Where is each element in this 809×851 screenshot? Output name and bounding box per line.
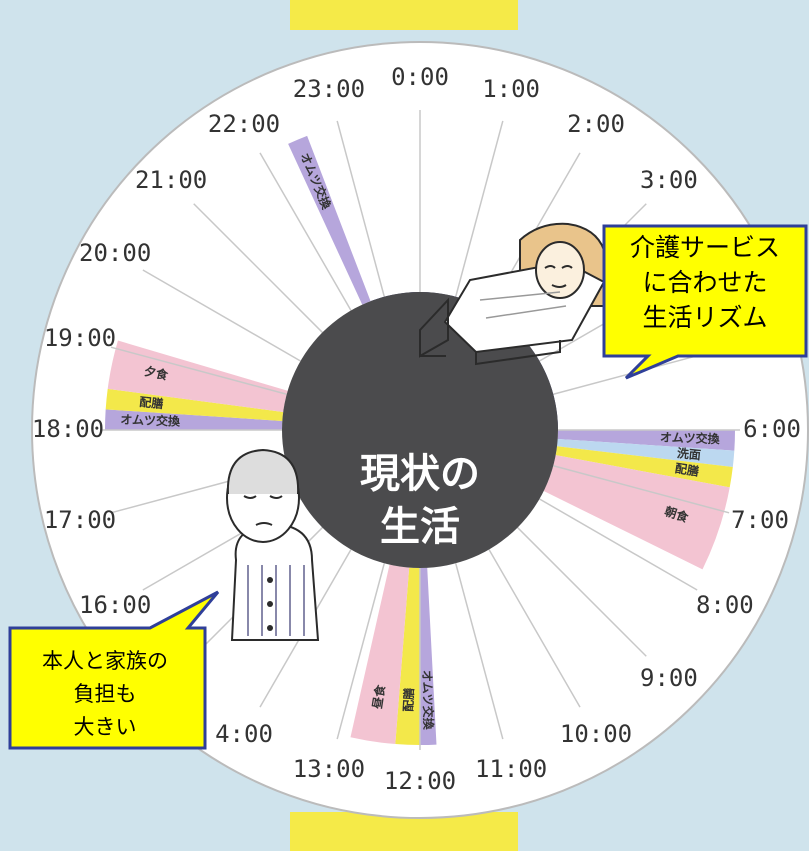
hour-label-22: 22:00 [208, 110, 280, 138]
spoke-7 [553, 464, 730, 514]
hour-label-0: 0:00 [391, 63, 449, 91]
segment-label-9: 配膳 [139, 394, 164, 411]
hour-label-14: 4:00 [215, 720, 273, 748]
care-callout: 介護サービス に合わせた 生活リズム [602, 224, 808, 380]
segment-0 [288, 135, 371, 305]
yellow-band-top [290, 0, 518, 30]
segment-label-5: オムツ交換 [420, 670, 437, 731]
hour-label-21: 21:00 [135, 166, 207, 194]
burden-callout-line3: 大きい [74, 715, 137, 739]
hour-label-11: 11:00 [475, 755, 547, 783]
care-callout-line1: 介護サービス [630, 233, 780, 262]
hour-label-9: 9:00 [640, 664, 698, 692]
hour-label-7: 7:00 [731, 506, 789, 534]
segment-1 [557, 430, 735, 451]
segment-label-8: オムツ交換 [120, 412, 181, 429]
spoke-22 [259, 152, 352, 311]
segment-3 [555, 446, 733, 488]
care-callout-line2: に合わせた [642, 268, 767, 297]
spoke-10 [488, 549, 581, 708]
center-disc [282, 292, 558, 568]
care-callout-line3: 生活リズム [642, 303, 767, 332]
segment-4 [543, 455, 730, 570]
spoke-11 [454, 563, 504, 740]
spoke-21 [193, 203, 323, 333]
hour-label-12: 12:00 [384, 767, 456, 795]
segment-2 [557, 439, 735, 468]
spoke-20 [142, 269, 301, 362]
segment-6 [395, 567, 420, 745]
elderly-man-icon [226, 448, 320, 641]
segment-label-10: 夕食 [143, 363, 171, 383]
segment-5 [420, 567, 437, 745]
hour-label-3: 3:00 [640, 166, 698, 194]
hour-label-20: 20:00 [79, 239, 151, 267]
burden-callout-line2: 負担も [74, 682, 137, 706]
segment-label-2: 洗面 [676, 445, 701, 462]
hour-label-13: 13:00 [293, 755, 365, 783]
burden-callout-line1: 本人と家族の [42, 649, 168, 673]
spoke-1 [454, 120, 504, 297]
spoke-23 [336, 120, 386, 297]
hour-label-1: 1:00 [482, 75, 540, 103]
spoke-19 [110, 346, 287, 396]
hour-labels: 0:00 1:00 2:00 3:00 6:00 7:00 8:00 9:00 10:00 11:… [32, 63, 801, 795]
hour-label-23: 23:00 [293, 75, 365, 103]
center-label-line1: 現状の [360, 451, 480, 497]
hour-label-6: 6:00 [743, 415, 801, 443]
center-label-line2: 生活 [380, 504, 460, 550]
hour-label-17: 17:00 [44, 506, 116, 534]
sleeping-person-in-bed-icon [419, 222, 606, 366]
segment-label-3: 配膳 [674, 460, 700, 478]
hour-label-18: 18:00 [32, 415, 104, 443]
segment-8 [105, 409, 283, 430]
hour-label-19: 19:00 [44, 324, 116, 352]
segment-label-7: 昼食 [369, 683, 388, 711]
segment-7 [350, 564, 410, 745]
spoke-9 [517, 527, 647, 657]
hour-label-16: 16:00 [79, 591, 151, 619]
segment-label-1: オムツ交換 [660, 429, 721, 446]
spoke-13 [336, 563, 386, 740]
hour-label-2: 2:00 [567, 110, 625, 138]
spoke-8 [539, 498, 698, 591]
segment-label-6: 配膳 [400, 687, 416, 712]
hour-label-8: 8:00 [696, 591, 754, 619]
hour-label-10: 10:00 [560, 720, 632, 748]
segment-9 [105, 388, 284, 421]
burden-callout: 本人と家族の 負担も 大きい [8, 590, 220, 750]
